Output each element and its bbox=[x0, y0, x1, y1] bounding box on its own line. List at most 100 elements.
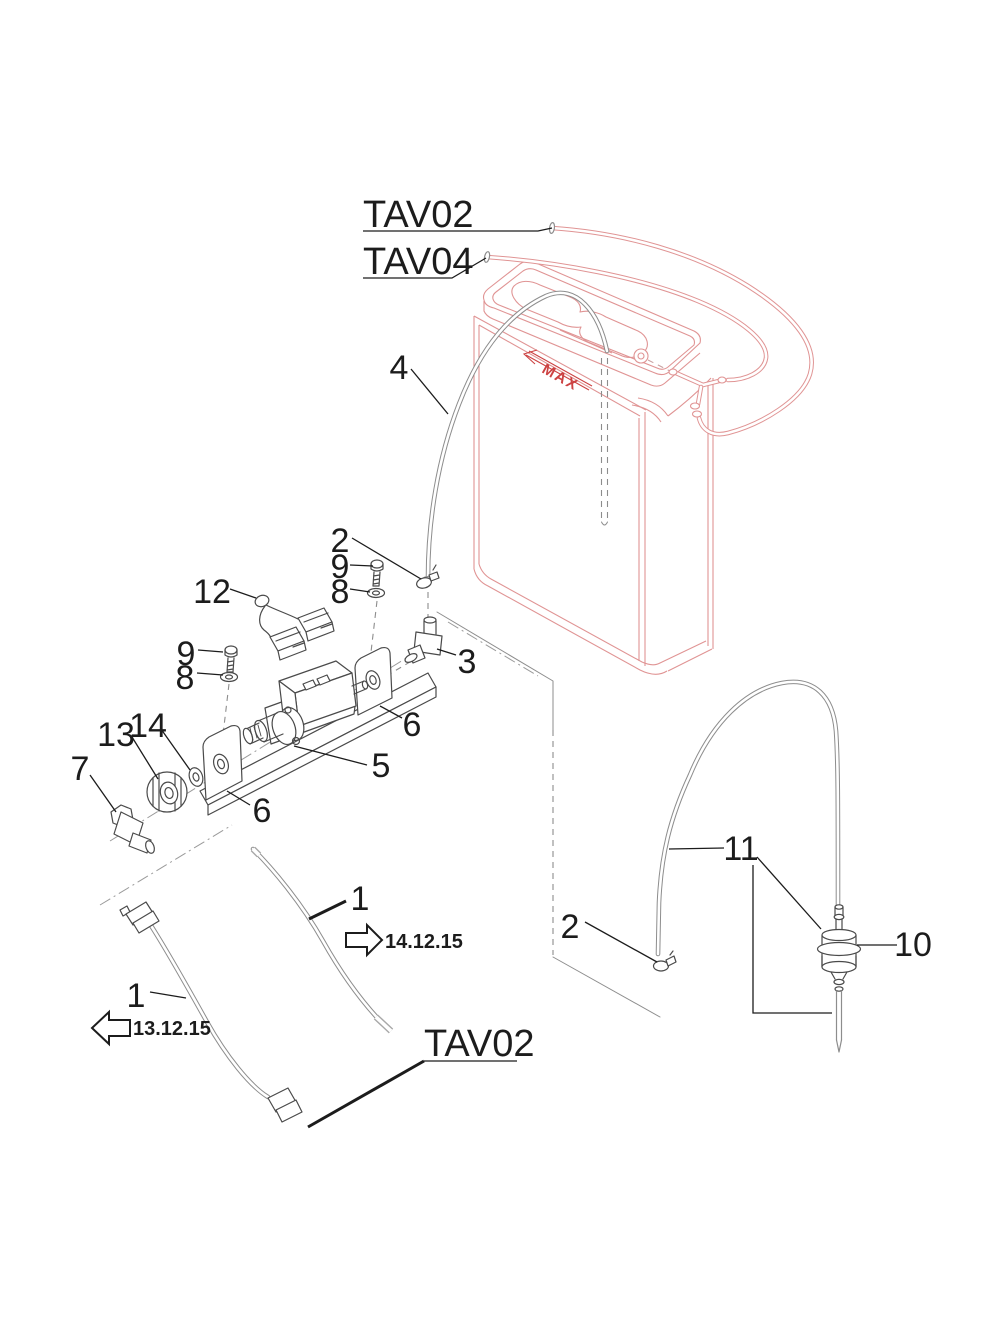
connector-a-front bbox=[277, 640, 307, 661]
pump-assembly bbox=[199, 646, 437, 816]
screw-head bbox=[224, 645, 238, 655]
tav02-top-label: TAV02 bbox=[363, 194, 474, 236]
hose-b-sleeve-top-core bbox=[251, 847, 261, 857]
tank-top-tubes bbox=[483, 222, 814, 437]
leader-14 bbox=[160, 728, 191, 771]
callout-6-left: 6 bbox=[253, 792, 272, 830]
y-fitting bbox=[668, 368, 727, 418]
bracket-ear-right-hole-inner bbox=[369, 675, 377, 685]
hose-a-core bbox=[148, 922, 270, 1099]
section-line-upper bbox=[436, 611, 554, 731]
nut-bore bbox=[159, 781, 179, 805]
filter-lower-tube-tip bbox=[835, 1039, 843, 1053]
tav02-bottom-label: TAV02 bbox=[424, 1023, 535, 1065]
wire-strand-2 bbox=[265, 604, 299, 620]
washer-8-top bbox=[366, 587, 386, 599]
hose-clip-2 bbox=[717, 376, 727, 384]
y-fitting-leg-core bbox=[696, 385, 703, 406]
pump-outlet-barb-lines bbox=[351, 680, 367, 695]
clamp-tab bbox=[428, 571, 440, 582]
tube-tav02-outer bbox=[549, 225, 814, 437]
filter-lower-tube bbox=[835, 990, 843, 1041]
y-fitting-arms-core bbox=[674, 371, 721, 387]
tank-bottom-edge bbox=[473, 568, 668, 675]
pump-outlet-barb-end bbox=[361, 680, 369, 690]
washer-outer bbox=[188, 767, 204, 787]
leader-5 bbox=[293, 745, 368, 766]
tank-right-bottom-edge bbox=[667, 648, 713, 672]
inline-filter-10 bbox=[816, 904, 862, 1053]
connector-a-detail bbox=[275, 631, 305, 648]
revision-date-left: 13.12.15 bbox=[133, 1018, 211, 1040]
leader-6-right bbox=[379, 705, 403, 719]
filter-top-barb bbox=[834, 906, 844, 916]
leader-2-top bbox=[351, 537, 422, 580]
leader-4 bbox=[410, 368, 449, 415]
tube-tav04-core bbox=[485, 255, 768, 382]
hose-a-end-nut-2 bbox=[275, 1099, 303, 1123]
callout-9-top: 9 bbox=[331, 548, 350, 586]
screw-to-bracket-line2 bbox=[219, 683, 230, 761]
bracket-ear-right bbox=[354, 646, 393, 716]
elbow-3-stem-top bbox=[423, 616, 437, 624]
elbow-3-stem bbox=[423, 620, 437, 635]
bracket-base-flange bbox=[207, 686, 437, 816]
leader-9-left bbox=[197, 649, 224, 653]
callout-13: 13 bbox=[97, 716, 135, 754]
leader-tav02-top bbox=[363, 227, 553, 232]
leader-7 bbox=[89, 774, 117, 813]
hose-a-nut-2 bbox=[132, 910, 160, 934]
clamp-tab bbox=[665, 955, 677, 967]
pump-head-bolt-2 bbox=[284, 706, 292, 714]
tube-4-core bbox=[426, 291, 609, 580]
elbow-3-spout-end bbox=[404, 653, 418, 663]
washer-8-left bbox=[219, 671, 239, 683]
max-arrowhead bbox=[522, 349, 538, 365]
screw-shaft bbox=[372, 571, 381, 587]
pump-inlet-end bbox=[242, 727, 254, 745]
pump-head-bolt bbox=[291, 736, 301, 746]
callout-14: 14 bbox=[129, 707, 167, 745]
screw-head bbox=[370, 559, 384, 569]
leader-1-right bbox=[308, 899, 347, 921]
hose-axis-line bbox=[99, 824, 233, 906]
callout-7: 7 bbox=[71, 750, 90, 788]
callout-2-right: 2 bbox=[561, 908, 580, 946]
cap-to-fitting-line bbox=[647, 359, 671, 372]
filter-flange bbox=[816, 941, 862, 957]
connector-b-front bbox=[305, 621, 335, 642]
tube-11-arch bbox=[655, 679, 841, 957]
max-label: MAX bbox=[539, 361, 582, 395]
leader-11-tube bbox=[668, 847, 725, 850]
bracket-ear-left-hole bbox=[212, 753, 230, 775]
clamp-screw bbox=[669, 950, 674, 956]
pump-terminal-2 bbox=[316, 674, 331, 686]
tank-outlet-cap-hole bbox=[637, 352, 645, 360]
leader-2-right bbox=[584, 921, 658, 963]
callout-6-right: 6 bbox=[403, 706, 422, 744]
hose-b-core bbox=[251, 847, 389, 1030]
forward-arrow-icon bbox=[345, 922, 384, 958]
filter-top-barb-ring bbox=[833, 913, 845, 921]
callout-11: 11 bbox=[723, 830, 758, 868]
callout-10: 10 bbox=[894, 926, 932, 964]
tube-11-arch-core bbox=[656, 680, 840, 956]
elbow-fitting-3 bbox=[404, 616, 443, 664]
revision-date-right: 14.12.15 bbox=[385, 931, 463, 953]
axis-extension-line bbox=[447, 621, 539, 677]
filter-bottom-barb-ring bbox=[833, 978, 845, 986]
elbow-7-outlet-end bbox=[145, 840, 155, 854]
callout-1-right: 1 bbox=[351, 880, 370, 918]
callout-12: 12 bbox=[193, 573, 231, 611]
tube-tav02-core bbox=[550, 226, 813, 436]
nut-facets bbox=[152, 772, 182, 812]
filter-lower-side bbox=[821, 955, 857, 968]
screw-9-left bbox=[224, 645, 238, 673]
back-arrow-icon bbox=[90, 1009, 131, 1047]
hose-clip-4 bbox=[691, 410, 703, 418]
tank-right-top-edge bbox=[667, 377, 712, 417]
pump-terminal-1 bbox=[302, 679, 317, 691]
hose-clip-1 bbox=[668, 368, 678, 376]
filter-top-barb-tip bbox=[834, 904, 844, 910]
